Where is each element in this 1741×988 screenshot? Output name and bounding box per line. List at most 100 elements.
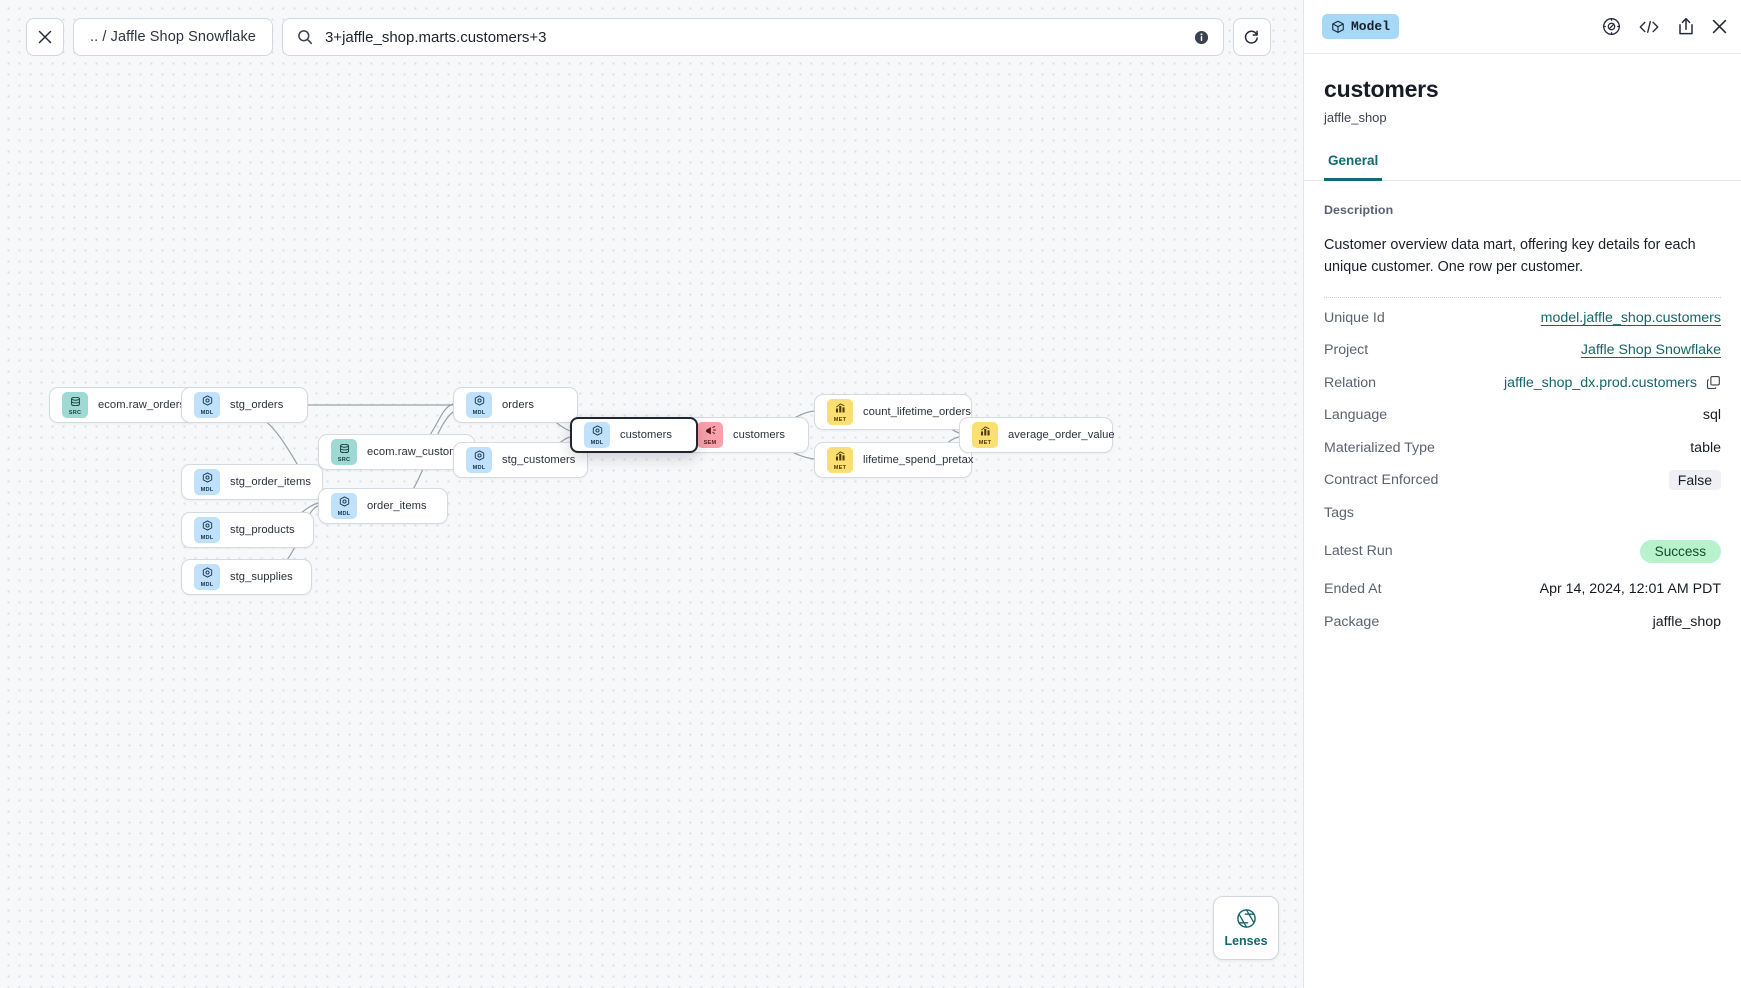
metadata-value[interactable]: model.jaffle_shop.customers [1541, 310, 1721, 326]
graph-node-label: stg_products [230, 524, 295, 536]
metadata-row: Latest Run Success [1324, 529, 1721, 573]
aperture-icon [1236, 909, 1256, 928]
graph-node-order_items[interactable]: MDL order_items [318, 488, 448, 524]
lens-compass-icon[interactable] [1602, 17, 1621, 36]
graph-node-label: customers [733, 429, 786, 441]
graph-node-average_order_value[interactable]: MET average_order_value [959, 417, 1115, 453]
metadata-relation[interactable]: jaffle_shop_dx.prod.customers [1504, 374, 1697, 391]
metadata-row: Project Jaffle Shop Snowflake [1324, 334, 1721, 367]
graph-node-customers_model[interactable]: MDL customers [570, 417, 698, 453]
metadata-key: Materialized Type [1324, 439, 1435, 456]
graph-node-label: stg_order_items [230, 476, 311, 488]
close-icon [38, 30, 52, 44]
metadata-value: jaffle_shop [1652, 613, 1721, 630]
metadata-key: Contract Enforced [1324, 472, 1439, 489]
graph-node-label: average_order_value [1008, 429, 1115, 441]
metadata-value: Apr 14, 2024, 12:01 AM PDT [1539, 581, 1721, 598]
refresh-icon [1245, 30, 1259, 44]
breadcrumb[interactable]: .. / Jaffle Shop Snowflake [73, 18, 273, 56]
graph-node-label: ecom.raw_orders [98, 399, 186, 411]
canvas-toolbar: .. / Jaffle Shop Snowflake [26, 18, 1271, 56]
metadata-link[interactable]: Jaffle Shop Snowflake [1580, 342, 1721, 359]
panel-actions [1602, 17, 1727, 36]
metadata-key: Latest Run [1324, 543, 1393, 560]
code-icon[interactable] [1638, 19, 1660, 35]
metadata-link[interactable]: model.jaffle_shop.customers [1540, 309, 1721, 326]
metadata-key: Language [1324, 407, 1388, 424]
graph-node-lifetime_spend_pretax[interactable]: MET lifetime_spend_pretax [814, 442, 974, 478]
metadata-key: Project [1324, 342, 1369, 359]
search-input[interactable] [324, 28, 1186, 46]
graph-node-stg_products[interactable]: MDL stg_products [181, 512, 314, 548]
metadata-row: Unique Id model.jaffle_shop.customers [1324, 302, 1721, 335]
graph-node-label: stg_customers [502, 454, 576, 466]
graph-node-stg_orders[interactable]: MDL stg_orders [181, 387, 308, 423]
lenses-button[interactable]: Lenses [1213, 896, 1279, 960]
met-type-icon: MET [972, 422, 998, 448]
metadata-key: Unique Id [1324, 309, 1385, 326]
metadata-key: Ended At [1324, 581, 1382, 598]
metadata-value[interactable]: Jaffle Shop Snowflake [1581, 342, 1721, 358]
graph-node-label: stg_orders [230, 399, 284, 411]
graph-node-label: lifetime_spend_pretax [863, 454, 974, 466]
status-badge: False [1668, 470, 1721, 491]
metadata-row: Package jaffle_shop [1324, 606, 1721, 639]
metadata-row: Contract Enforced False [1324, 464, 1721, 497]
met-type-icon: MET [827, 447, 853, 473]
graph-node-stg_order_items[interactable]: MDL stg_order_items [181, 464, 323, 500]
metadata-value[interactable]: jaffle_shop_dx.prod.customers [1504, 375, 1721, 391]
panel-body: Description Customer overview data mart,… [1304, 181, 1741, 988]
metadata-value: sql [1702, 407, 1721, 424]
mdl-type-icon: MDL [331, 493, 357, 519]
mdl-type-icon: MDL [466, 447, 492, 473]
lenses-label: Lenses [1224, 934, 1268, 948]
metadata-value: Success [1639, 539, 1721, 563]
mdl-type-icon: MDL [194, 517, 220, 543]
graph-node-label: customers [620, 429, 673, 441]
close-lineage-button[interactable] [26, 18, 64, 56]
copy-icon[interactable] [1706, 375, 1721, 390]
status-badge: Success [1639, 539, 1721, 563]
panel-tabs: General [1304, 153, 1741, 181]
mdl-type-icon: MDL [584, 422, 610, 448]
graph-node-count_lifetime_orders[interactable]: MET count_lifetime_orders [814, 394, 972, 430]
graph-node-label: order_items [367, 500, 427, 512]
node-type-label: Model [1351, 19, 1391, 34]
graph-node-stg_supplies[interactable]: MDL stg_supplies [181, 559, 312, 595]
panel-header: customers jaffle_shop [1304, 54, 1741, 125]
graph-node-label: ecom.raw_customers [367, 446, 475, 458]
graph-node-stg_customers[interactable]: MDL stg_customers [453, 442, 588, 478]
src-type-icon: SRC [62, 392, 88, 418]
metadata-row: Materialized Type table [1324, 432, 1721, 465]
tab-general[interactable]: General [1324, 153, 1383, 181]
description-label: Description [1324, 203, 1394, 217]
graph-node-orders[interactable]: MDL orders [453, 387, 578, 423]
graph-node-label: stg_supplies [230, 571, 293, 583]
met-type-icon: MET [827, 399, 853, 425]
mdl-type-icon: MDL [194, 392, 220, 418]
graph-node-label: count_lifetime_orders [863, 406, 972, 418]
graph-node-label: orders [502, 399, 535, 411]
description-text: Customer overview data mart, offering ke… [1324, 237, 1696, 276]
close-panel-icon[interactable] [1712, 19, 1727, 34]
share-icon[interactable] [1677, 17, 1695, 36]
mdl-type-icon: MDL [466, 392, 492, 418]
refresh-button[interactable] [1232, 18, 1271, 56]
search-icon [297, 29, 313, 45]
metadata-row: Ended At Apr 14, 2024, 12:01 AM PDT [1324, 573, 1721, 606]
graph-node-ecom_raw_orders[interactable]: SRC ecom.raw_orders [49, 387, 197, 423]
cube-icon [1332, 20, 1344, 33]
details-panel: Model [1303, 0, 1741, 988]
metadata-key: Package [1324, 613, 1380, 630]
lineage-search[interactable] [281, 18, 1224, 56]
mdl-type-icon: MDL [194, 469, 220, 495]
info-icon[interactable] [1194, 30, 1209, 45]
entity-schema: jaffle_shop [1324, 110, 1387, 125]
mdl-type-icon: MDL [194, 564, 220, 590]
metadata-value: table [1690, 439, 1721, 456]
